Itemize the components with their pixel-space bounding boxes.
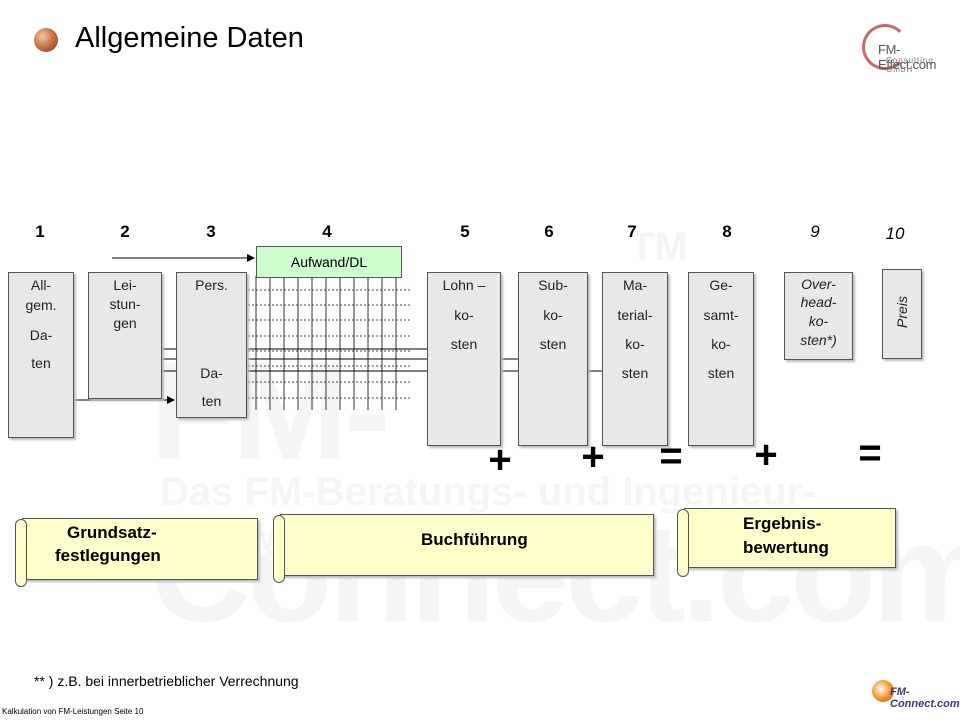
- number-2: 2: [120, 222, 130, 241]
- company-logo: FM-Effect.com Consulting GmbH: [862, 24, 954, 74]
- scroll-curl-left: [15, 519, 27, 587]
- scroll-ergebnisbewertung: Ergebnis- bewertung: [677, 508, 896, 577]
- footnote: ** ) z.B. bei innerbetrieblicher Verrech…: [34, 673, 299, 689]
- column-overheadkosten: Over- head- ko- sten*): [784, 272, 853, 360]
- column-gesamtkosten: Ge- samt- ko- sten: [688, 272, 754, 446]
- number-8: 8: [722, 222, 732, 241]
- equals-operator-1: =: [659, 434, 683, 478]
- number-1: 1: [35, 222, 45, 241]
- scroll-buchfuehrung: Buchführung: [273, 514, 654, 583]
- number-7: 7: [627, 222, 637, 241]
- cost-grid-verticals: [255, 276, 397, 410]
- scroll-curl-left: [677, 509, 689, 577]
- equals-operator-2: =: [858, 431, 882, 475]
- page-title: Allgemeine Daten: [75, 22, 304, 54]
- cost-grid-horizontals: [240, 289, 410, 399]
- scroll-grundsatzfestlegungen: Grundsatz- festlegungen: [15, 518, 258, 587]
- column-lohnkosten: Lohn – ko- sten: [427, 272, 501, 446]
- plus-operator-1: +: [488, 438, 512, 482]
- number-5: 5: [460, 222, 470, 241]
- plus-operator-3: +: [754, 433, 778, 477]
- scroll-curl-left: [273, 515, 285, 583]
- footer-page-label: Kalkulation von FM-Leistungen Seite 10: [2, 707, 144, 716]
- column-personaldaten: Pers. Da- ten: [176, 272, 247, 418]
- column-leistungen: Lei- stun- gen: [88, 272, 162, 399]
- column-preis: Preis: [882, 269, 922, 359]
- number-4: 4: [322, 222, 332, 241]
- column-allgemeine-daten: All- gem. Da- ten: [8, 272, 74, 438]
- plus-operator-2: +: [581, 435, 605, 479]
- column-materialkosten: Ma- terial- ko- sten: [602, 272, 668, 446]
- fm-connect-logo: FM-Connect.com: [872, 676, 960, 714]
- title-bullet: [34, 28, 58, 52]
- number-10: 10: [885, 224, 905, 243]
- column-subkosten: Sub- ko- sten: [518, 272, 588, 446]
- number-6: 6: [544, 222, 554, 241]
- aufwand-box: Aufwand/DL: [256, 246, 402, 278]
- logo-burst-icon: [872, 680, 894, 702]
- number-3: 3: [206, 222, 216, 241]
- number-9: 9: [810, 222, 820, 241]
- watermark-tm: TM: [630, 225, 688, 269]
